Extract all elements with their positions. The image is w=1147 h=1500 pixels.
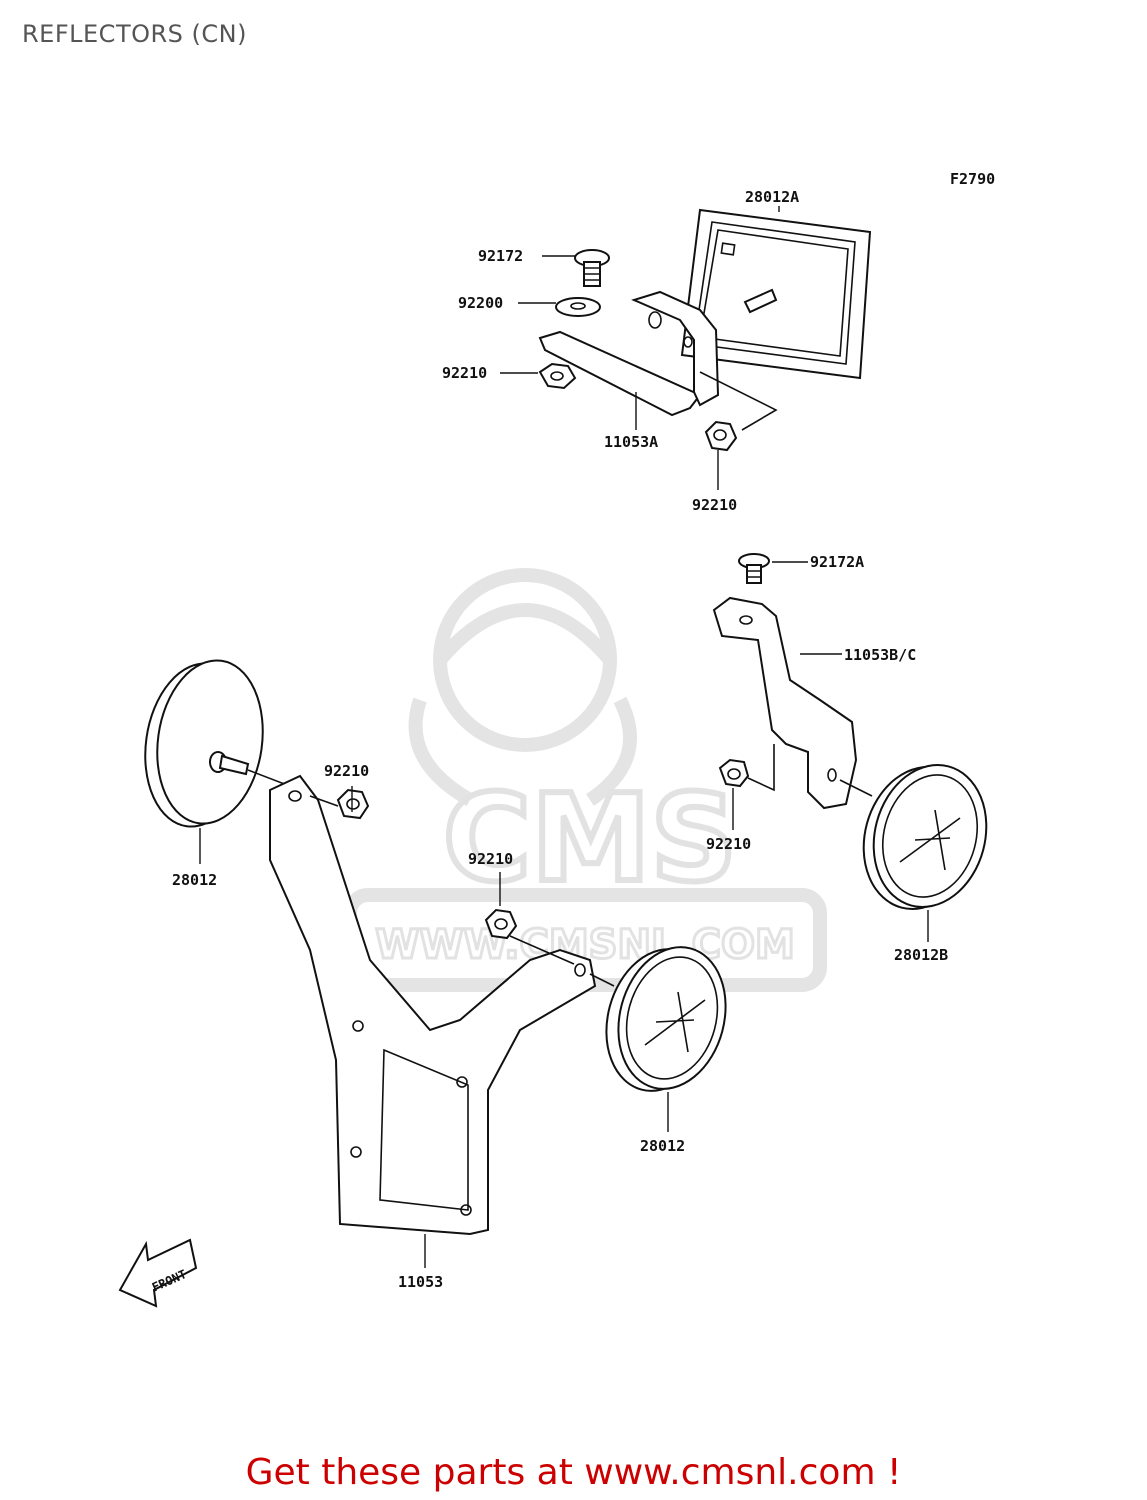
watermark-letters: CMS: [443, 770, 737, 909]
reflector-28012B[interactable]: [848, 752, 1002, 922]
label-92210-left: 92210: [324, 762, 369, 780]
label-11053A: 11053A: [604, 433, 658, 451]
nut-92210-left[interactable]: [336, 788, 370, 820]
nut-92210-top[interactable]: [704, 420, 738, 452]
label-28012-mid: 28012: [640, 1137, 685, 1155]
nut-92210-top-left[interactable]: [538, 362, 577, 390]
label-92210-top-nut: 92210: [692, 496, 737, 514]
reflector-28012A[interactable]: [680, 208, 872, 380]
nut-92210-mid[interactable]: [484, 908, 518, 940]
footer-promo[interactable]: Get these parts at www.cmsnl.com !: [245, 1452, 902, 1493]
label-28012A: 28012A: [745, 188, 799, 206]
label-92210-top-left: 92210: [442, 364, 487, 382]
washer-92200[interactable]: [555, 297, 601, 317]
parts-diagram: CMS WWW.CMSNL.COM F2790 28012A 92172 922…: [118, 170, 1002, 1308]
label-92200: 92200: [458, 294, 503, 312]
label-11053BC: 11053B/C: [844, 646, 916, 664]
front-arrow-icon: [118, 1238, 198, 1308]
screw-92172A[interactable]: [738, 553, 770, 584]
bracket-11053BC[interactable]: [712, 596, 858, 810]
screw-92172[interactable]: [574, 249, 610, 287]
page-title: REFLECTORS (CN): [22, 20, 247, 48]
label-11053: 11053: [398, 1273, 443, 1291]
label-92172A: 92172A: [810, 553, 864, 571]
label-92210-mid: 92210: [468, 850, 513, 868]
label-28012-left: 28012: [172, 871, 217, 889]
bracket-11053[interactable]: [269, 774, 597, 1236]
reflector-28012-left[interactable]: [135, 654, 273, 834]
label-92210-right: 92210: [706, 835, 751, 853]
diagram-code: F2790: [950, 170, 995, 188]
label-28012B: 28012B: [894, 946, 948, 964]
nut-92210-right[interactable]: [718, 758, 750, 788]
label-92172: 92172: [478, 247, 523, 265]
bracket-11053A[interactable]: [538, 290, 720, 417]
reflector-28012-mid[interactable]: [591, 935, 741, 1103]
